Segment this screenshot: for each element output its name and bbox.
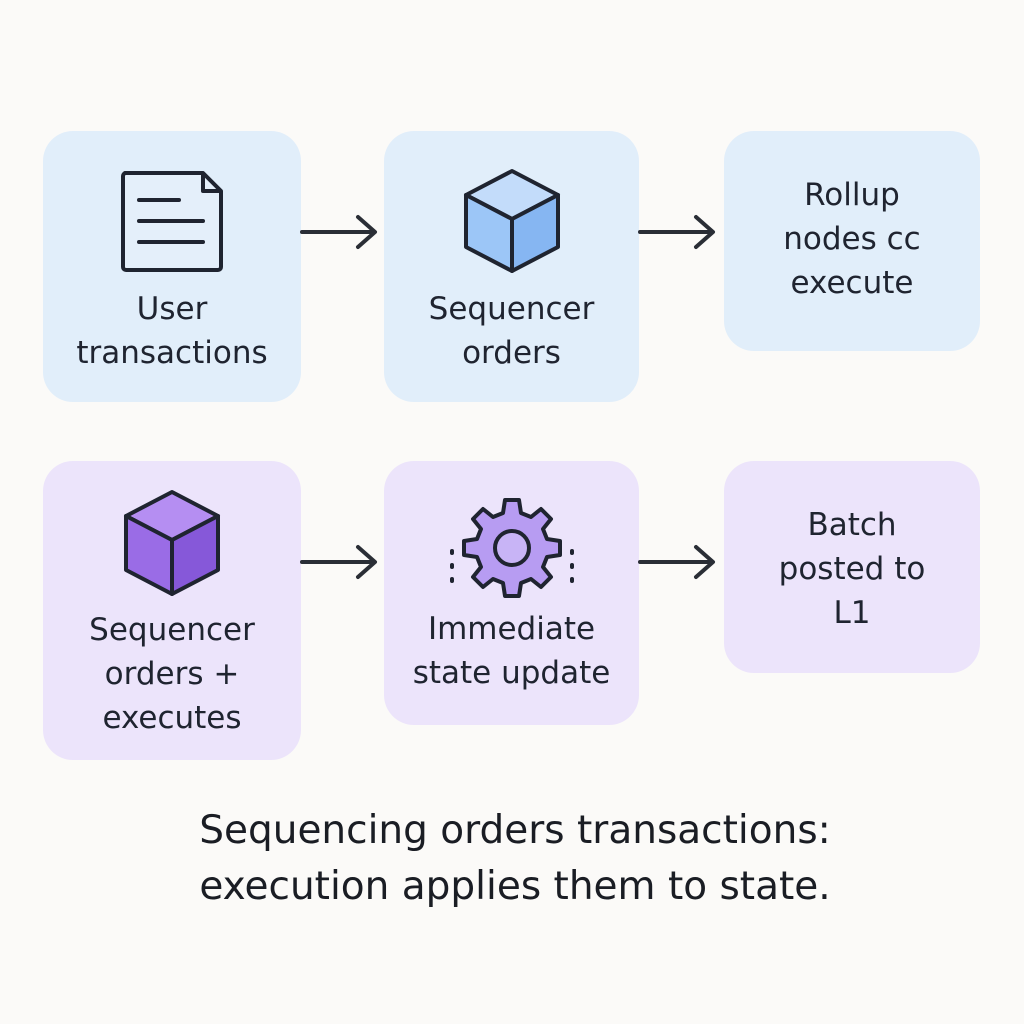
- arrow-right-icon: [300, 545, 377, 579]
- arrow-right-icon: [638, 215, 715, 249]
- step-label: Sequencer orders: [428, 291, 595, 371]
- step-label: Rollup nodes cc execute: [783, 177, 921, 301]
- step-label: Batch posted to L1: [778, 507, 926, 631]
- step-label: Sequencer orders + executes: [89, 612, 255, 736]
- step-card-user-transactions: User transactions: [43, 131, 301, 402]
- step-label: User transactions: [76, 291, 268, 371]
- step-card-sequencer-orders: Sequencer orders: [384, 131, 639, 402]
- cube-icon: [463, 169, 560, 273]
- step-card-sequencer-executes: Sequencer orders + executes: [43, 461, 301, 760]
- step-label: Immediate state update: [412, 611, 611, 691]
- arrow-right-icon: [300, 215, 377, 249]
- diagram-caption: Sequencing orders transactions: executio…: [199, 808, 831, 909]
- step-card-immediate-state-update: Immediate state update: [384, 461, 639, 725]
- cube-icon: [124, 490, 220, 596]
- gear-icon: [449, 498, 574, 598]
- step-card-rollup-nodes: Rollup nodes cc execute: [724, 131, 980, 351]
- document-icon: [121, 171, 223, 272]
- arrow-right-icon: [638, 545, 715, 579]
- step-card-batch-posted: Batch posted to L1: [724, 461, 980, 673]
